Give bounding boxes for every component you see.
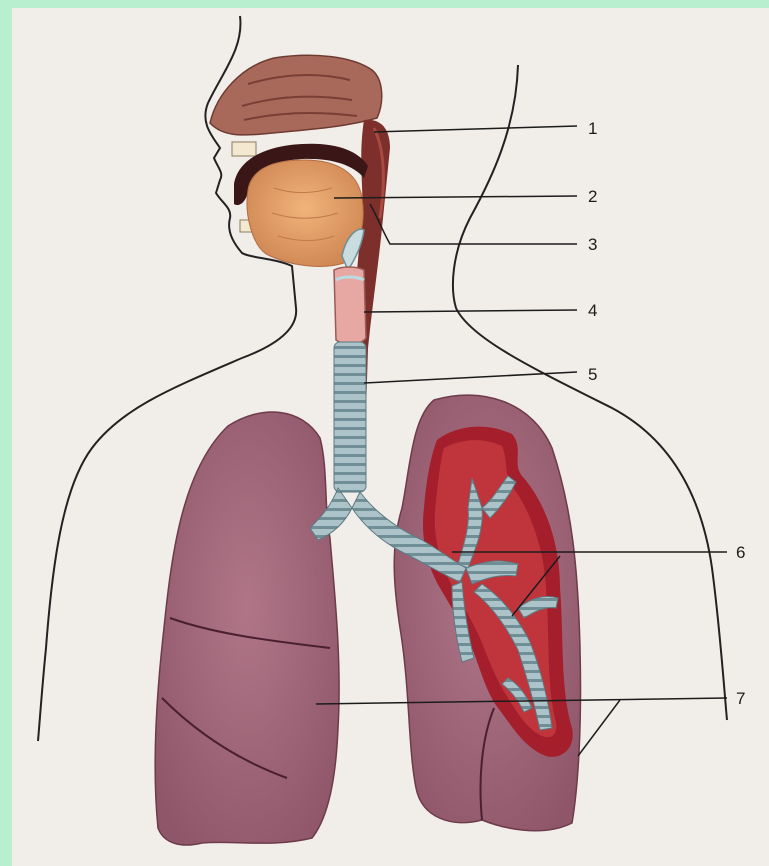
callout-label-6: 6: [736, 543, 745, 562]
callout-label-4: 4: [588, 301, 597, 320]
diagram-canvas: 1 2 3 4 5 6 7: [12, 8, 769, 866]
trachea: [334, 342, 366, 492]
callout-label-5: 5: [588, 365, 597, 384]
nasal-cavity: [210, 55, 382, 135]
respiratory-diagram: 1 2 3 4 5 6 7: [12, 8, 769, 866]
callout-label-2: 2: [588, 187, 597, 206]
callout-label-1: 1: [588, 119, 597, 138]
callout-label-3: 3: [588, 235, 597, 254]
lung-left: [155, 412, 339, 845]
callout-label-7: 7: [736, 689, 745, 708]
